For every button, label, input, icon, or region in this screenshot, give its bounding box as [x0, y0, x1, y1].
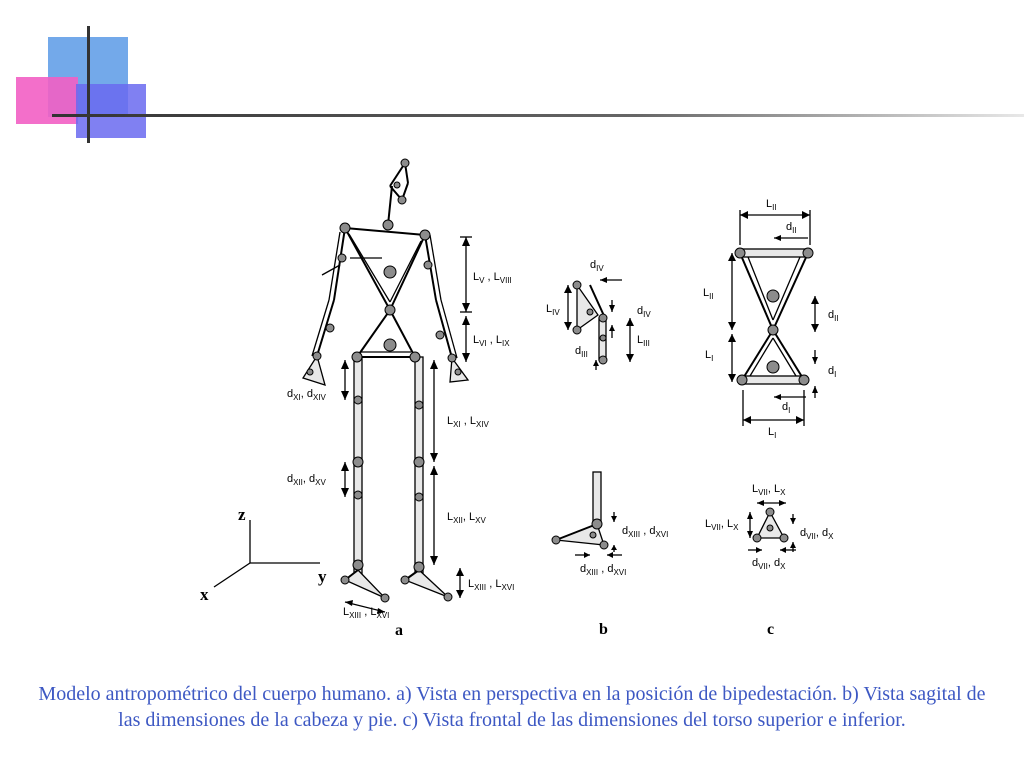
label-dxiii-dxvi-bottom: dXIII , dXVI	[580, 563, 626, 577]
anthropometric-figure: z y x LV , LVIII LVI , LIX LXI , LXIV LX…	[200, 158, 839, 639]
panel-a-skeleton: z y x LV , LVIII LVI , LIX LXI , LXIV LX…	[200, 158, 514, 639]
label-dii-right: dII	[828, 309, 839, 323]
panel-c-label: c	[767, 621, 774, 638]
panel-b-label: b	[599, 621, 608, 638]
axis-x-line	[213, 562, 251, 588]
label-dii-top: dII	[786, 221, 797, 235]
label-lvi-lix: LVI , LIX	[473, 334, 510, 348]
label-lxiii-lxvi-bottom: LXIII , LXVI	[343, 606, 389, 620]
panel-b-foot: dXIII , dXVI dXIII , dXVI b	[551, 471, 668, 638]
panel-c-torso: LII dII LII dII LI dI dI LI	[703, 198, 839, 440]
label-li-left: LI	[705, 349, 713, 363]
axis-y-label: y	[318, 567, 327, 586]
label-di-bottom: dI	[782, 401, 790, 415]
label-lvii-lx-left: LVII, LX	[705, 518, 739, 532]
panel-c-neck: LVII, LX LVII, LX dVII, dX dVII, dX c	[705, 483, 834, 638]
label-dxii-dxv: dXII, dXV	[287, 473, 326, 487]
label-di-right: dI	[828, 365, 836, 379]
label-lxiii-lxvi-right: LXIII , LXVI	[468, 578, 514, 592]
deco-horizontal-line	[52, 114, 1024, 117]
figure-caption: Modelo antropométrico del cuerpo humano.…	[38, 683, 986, 731]
label-li-bottom: LI	[768, 426, 776, 440]
label-dxiii-dxvi-right: dXIII , dXVI	[622, 525, 668, 539]
label-div-top: dIV	[590, 259, 604, 273]
label-lxi-lxiv: LXI , LXIV	[447, 415, 490, 429]
axis-x-label: x	[200, 585, 209, 604]
label-lv-lviii: LV , LVIII	[473, 271, 512, 285]
axis-z-label: z	[238, 505, 246, 524]
label-liv: LIV	[546, 303, 560, 317]
label-diii: dIII	[575, 345, 588, 359]
label-lxii-lxv: LXII, LXV	[447, 511, 486, 525]
label-dvii-dx-bottom: dVII, dX	[752, 557, 786, 571]
label-lvii-lx-top: LVII, LX	[752, 483, 786, 497]
panel-b-head: dIV LIV dIV dIII LIII	[546, 259, 651, 370]
label-lii-top: LII	[766, 198, 777, 212]
label-dvii-dx-right: dVII, dX	[800, 527, 834, 541]
label-liii: LIII	[637, 334, 650, 348]
label-dxi-dxiv: dXI, dXIV	[287, 388, 326, 402]
deco-vertical-bar	[87, 26, 90, 143]
label-div-right: dIV	[637, 305, 651, 319]
slide-decoration	[16, 26, 1024, 143]
panel-a-label: a	[395, 622, 403, 639]
label-lii-left: LII	[703, 287, 714, 301]
